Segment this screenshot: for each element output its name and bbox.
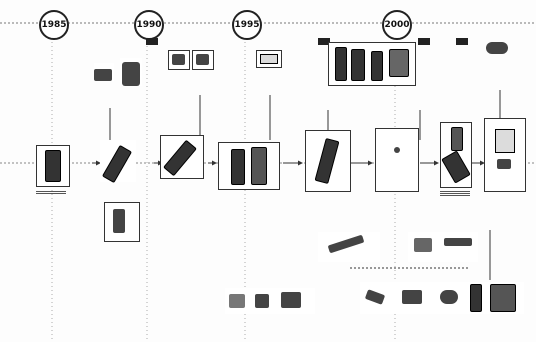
- item-1995-phones: [218, 142, 280, 190]
- item-pda-phone: [484, 118, 526, 192]
- device-icon: [229, 294, 245, 308]
- pager-icon: [196, 54, 209, 65]
- pda-keys-icon: [497, 159, 511, 169]
- item-handset: [160, 135, 204, 179]
- brick-phone-icon: [45, 150, 61, 182]
- caption-lines: [36, 190, 66, 195]
- period-tag: [418, 38, 430, 45]
- phone-icon: [470, 284, 482, 312]
- period-tag: [146, 38, 158, 45]
- compact-phone-icon: [394, 147, 400, 153]
- device-icon: [255, 294, 269, 308]
- caption-lines: [440, 190, 470, 197]
- item-car-phone: [94, 63, 114, 81]
- headset-icon: [327, 234, 365, 254]
- wireless-accessory-icon: [486, 42, 508, 54]
- car-phone-icon: [94, 69, 112, 81]
- item-phone-group: [328, 42, 416, 86]
- item-accessories-1: [318, 232, 380, 262]
- item-compact-phone: [375, 128, 419, 192]
- handset-icon: [163, 139, 197, 177]
- year-marker-1985: 1985: [39, 10, 69, 40]
- period-tag: [456, 38, 468, 45]
- charger-icon: [414, 238, 432, 252]
- item-handheld-display: [256, 50, 282, 68]
- item-accessories-2: [408, 232, 478, 262]
- kiosk-icon: [113, 209, 125, 233]
- phone-icon: [490, 284, 516, 312]
- item-portable-phone: [100, 140, 136, 184]
- slim-phone-icon: [314, 137, 340, 185]
- accessory-icon: [440, 290, 458, 304]
- flip-phone-icon: [451, 127, 463, 151]
- item-kiosk: [104, 202, 140, 242]
- device-icon: [281, 292, 301, 308]
- portable-phone-icon: [101, 144, 133, 184]
- item-base-phone: [120, 58, 142, 86]
- transportable-phone-icon: [122, 62, 140, 86]
- item-pager-card: [192, 50, 214, 70]
- bar-phone-icon: [251, 147, 267, 185]
- flip-phone-icon: [441, 150, 471, 184]
- item-slim-phone: [305, 130, 351, 192]
- accessory-icon: [364, 289, 386, 305]
- item-brick-phone: [36, 145, 70, 187]
- flip-phone-icon: [389, 49, 409, 77]
- bar-phone-icon: [231, 149, 245, 185]
- year-marker-1995: 1995: [232, 10, 262, 40]
- display-icon: [260, 54, 278, 64]
- flip-phone-icon: [371, 51, 383, 81]
- flip-phone-icon: [335, 47, 347, 81]
- period-tag: [318, 38, 330, 45]
- accessory-icon: [402, 290, 422, 304]
- pda-screen-icon: [495, 129, 515, 153]
- cable-icon: [444, 238, 472, 246]
- pager-icon: [172, 54, 185, 65]
- item-bottom-devices: [225, 288, 315, 314]
- item-pager-card: [168, 50, 190, 70]
- year-marker-1990: 1990: [134, 10, 164, 40]
- flip-phone-icon: [351, 49, 365, 81]
- item-flip-phone: [440, 122, 472, 188]
- item-bottom-accessories: [360, 282, 524, 314]
- year-marker-2000: 2000: [382, 10, 412, 40]
